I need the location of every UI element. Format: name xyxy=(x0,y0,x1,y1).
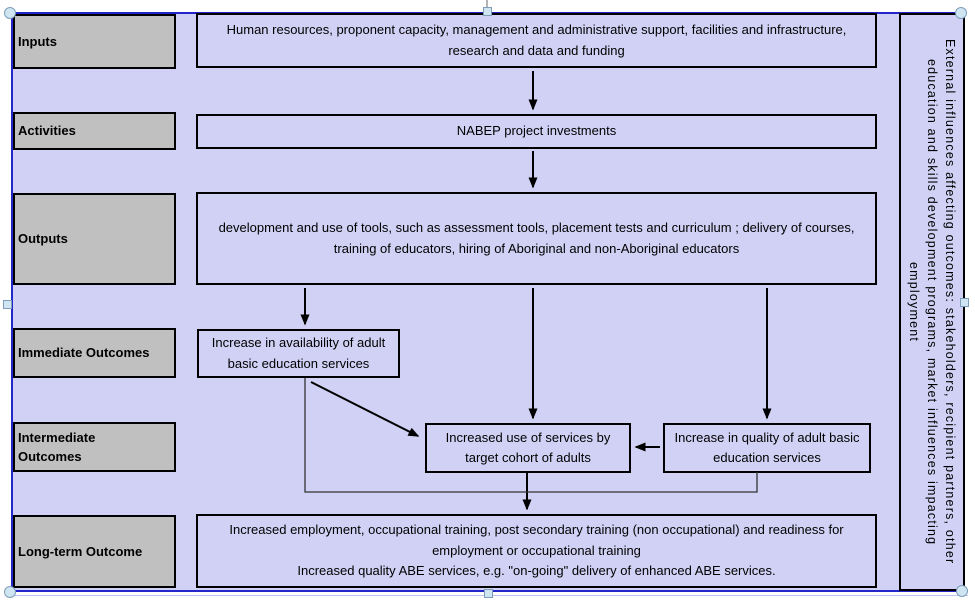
diagram-frame xyxy=(11,12,965,592)
selection-handle-bottom-right[interactable] xyxy=(956,585,968,597)
external-influences-text: External influences affecting outcomes: … xyxy=(906,39,958,565)
selection-handle-bottom-center[interactable] xyxy=(484,589,493,598)
row-label-longterm-outcome[interactable]: Long-term Outcome xyxy=(13,515,176,588)
increased-quality-box-text: Increase in quality of adult basic educa… xyxy=(674,429,860,465)
row-label-activities-text: Activities xyxy=(18,123,76,139)
increased-use-box-text: Increased use of services by target coho… xyxy=(445,429,611,465)
activities-box-text: NABEP project investments xyxy=(456,123,617,139)
longterm-outcome-box[interactable]: Increased employment, occupational train… xyxy=(196,514,877,588)
outputs-box[interactable]: development and use of tools, such as as… xyxy=(196,192,877,285)
immediate-outcome-box-text: Increase in availability of adult basic … xyxy=(211,335,386,371)
selection-handle-top-left[interactable] xyxy=(4,7,16,19)
activities-box[interactable]: NABEP project investments xyxy=(196,114,877,149)
row-label-inputs[interactable]: Inputs xyxy=(13,14,176,69)
longterm-outcome-box-text1: Increased employment, occupational train… xyxy=(229,521,844,558)
selection-handle-middle-left[interactable] xyxy=(3,300,12,309)
outputs-box-text: development and use of tools, such as as… xyxy=(218,220,855,256)
row-label-inputs-text: Inputs xyxy=(18,33,57,49)
immediate-outcome-box[interactable]: Increase in availability of adult basic … xyxy=(197,329,400,378)
external-influences-sidebar[interactable]: External influences affecting outcomes: … xyxy=(899,13,965,591)
selection-handle-top-right[interactable] xyxy=(955,7,967,19)
row-label-activities[interactable]: Activities xyxy=(13,112,176,150)
selection-handle-middle-right[interactable] xyxy=(960,298,969,307)
selection-handle-bottom-left[interactable] xyxy=(4,586,16,598)
inputs-box-text: Human resources, proponent capacity, man… xyxy=(226,22,847,58)
row-label-outputs-text: Outputs xyxy=(18,231,68,247)
increased-use-box[interactable]: Increased use of services by target coho… xyxy=(425,423,631,473)
row-label-intermediate-outcomes-text: Intermediate Outcomes xyxy=(18,429,96,465)
longterm-outcome-box-text2: Increased quality ABE services, e.g. "on… xyxy=(297,563,776,579)
row-label-intermediate-outcomes[interactable]: Intermediate Outcomes xyxy=(13,422,176,472)
row-label-immediate-outcomes-text: Immediate Outcomes xyxy=(18,345,150,361)
inputs-box[interactable]: Human resources, proponent capacity, man… xyxy=(196,13,877,68)
row-label-outputs[interactable]: Outputs xyxy=(13,193,176,285)
increased-quality-box[interactable]: Increase in quality of adult basic educa… xyxy=(663,423,871,473)
selection-handle-top-center[interactable] xyxy=(483,7,492,16)
row-label-longterm-outcome-text: Long-term Outcome xyxy=(18,543,143,559)
row-label-immediate-outcomes[interactable]: Immediate Outcomes xyxy=(13,328,176,378)
